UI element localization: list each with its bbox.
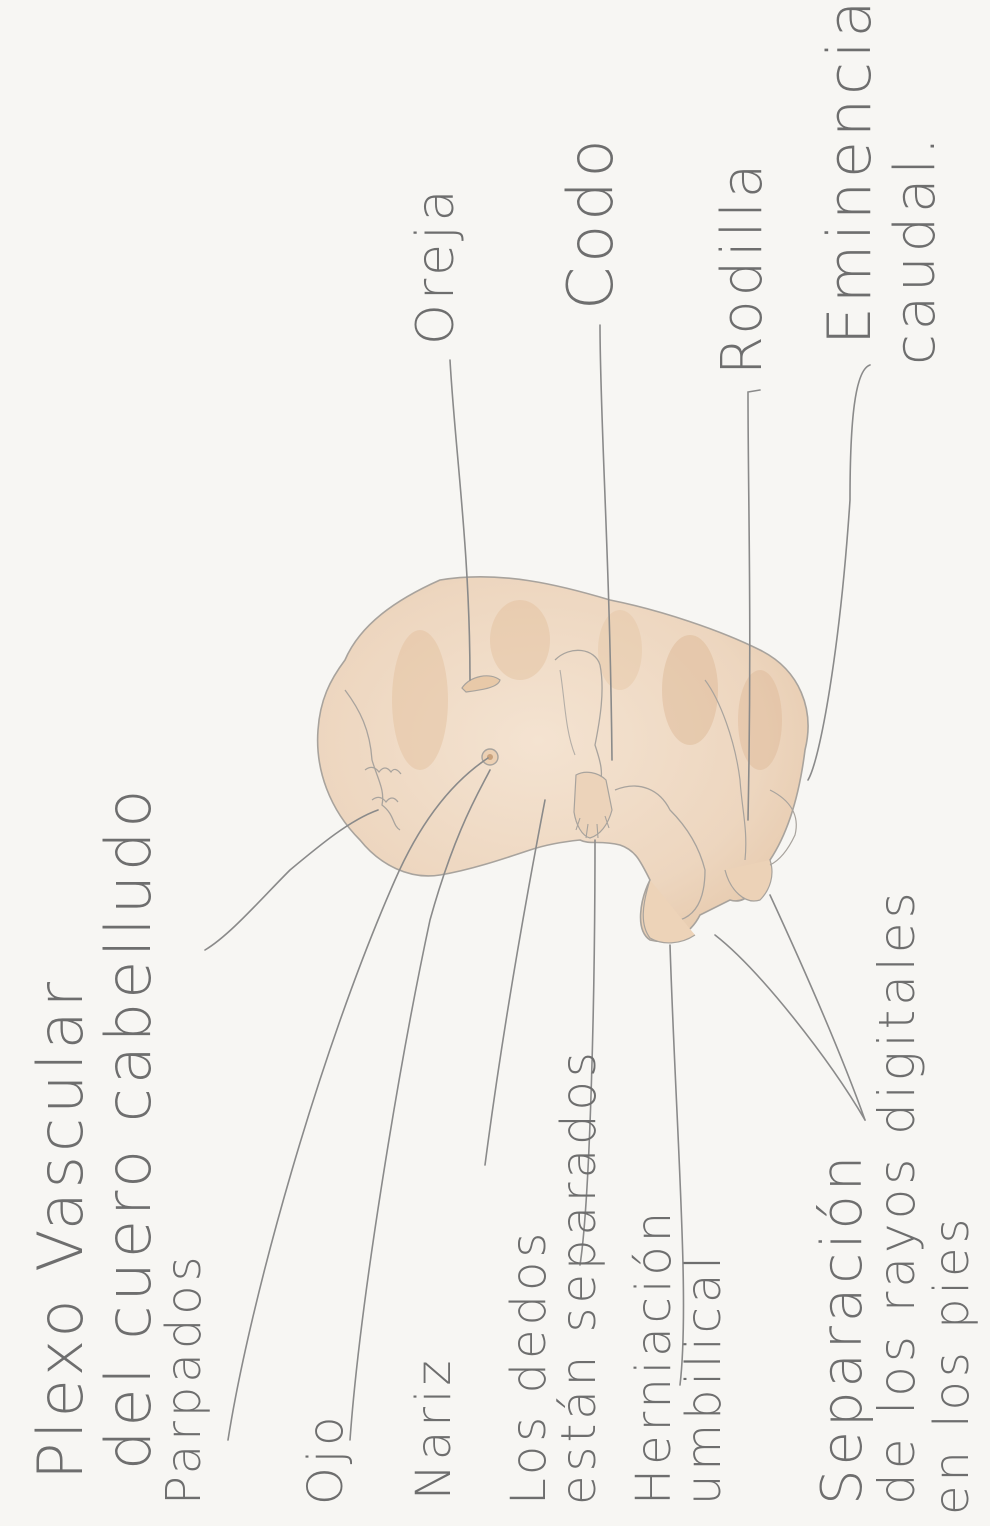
label-herniacion-line2: umbilical	[680, 1252, 728, 1505]
label-separacion-line1: Separación	[815, 1152, 871, 1505]
label-parpados: Parpados	[160, 1252, 208, 1505]
label-dedos-line1: Los dedos	[505, 1229, 553, 1505]
label-plexo-line2: del cuero cabelludo	[98, 786, 160, 1470]
label-eminencia-line2: caudal.	[888, 133, 944, 365]
label-eminencia-line1: Eminencia	[820, 0, 880, 345]
label-codo: Codo	[560, 135, 622, 310]
label-ojo: Ojo	[302, 1413, 350, 1505]
label-oreja: Oreja	[410, 186, 462, 345]
leader-eminencia	[808, 365, 870, 780]
label-separacion-line2: de los rayos digitales	[872, 888, 922, 1505]
label-dedos-line2: están separados	[555, 1048, 603, 1505]
label-nariz: Nariz	[410, 1356, 458, 1500]
leader-separacion-b	[715, 935, 865, 1120]
label-plexo-line1: Plexo Vascular	[30, 978, 92, 1480]
label-separacion-line3: en los pies	[928, 1214, 976, 1515]
label-rodilla: Rodilla	[715, 160, 771, 375]
label-herniacion-line1: Herniación	[630, 1208, 678, 1505]
